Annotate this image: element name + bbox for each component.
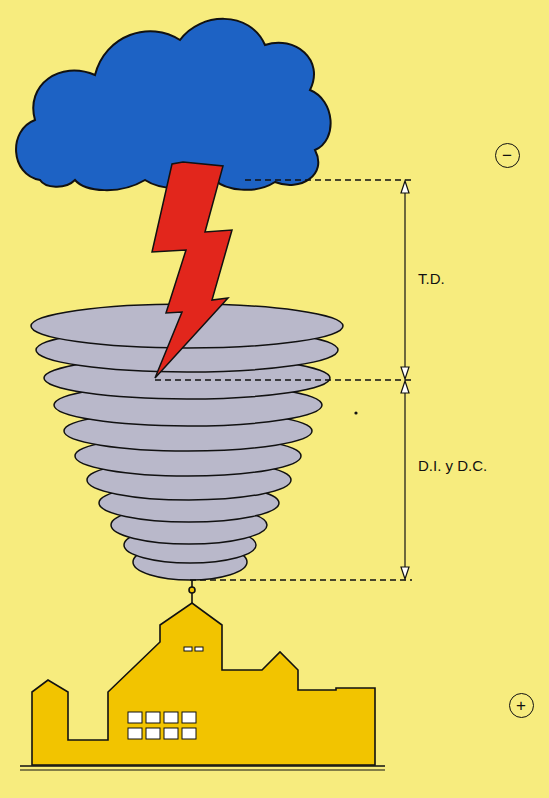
building [20,580,385,770]
polarity-sign: + [516,697,526,714]
polarity-circle: − [495,143,520,168]
dimension-label: T.D. [418,270,445,287]
dimension-arrows [401,181,409,579]
dimension-lines [155,180,412,580]
polarity-sign: − [502,147,512,164]
lightning-bolt [152,162,232,378]
lightning-rod-cone [31,304,343,580]
dimension-label: D.I. y D.C. [418,457,487,474]
dot [354,411,357,414]
polarity-circle: + [509,693,534,718]
